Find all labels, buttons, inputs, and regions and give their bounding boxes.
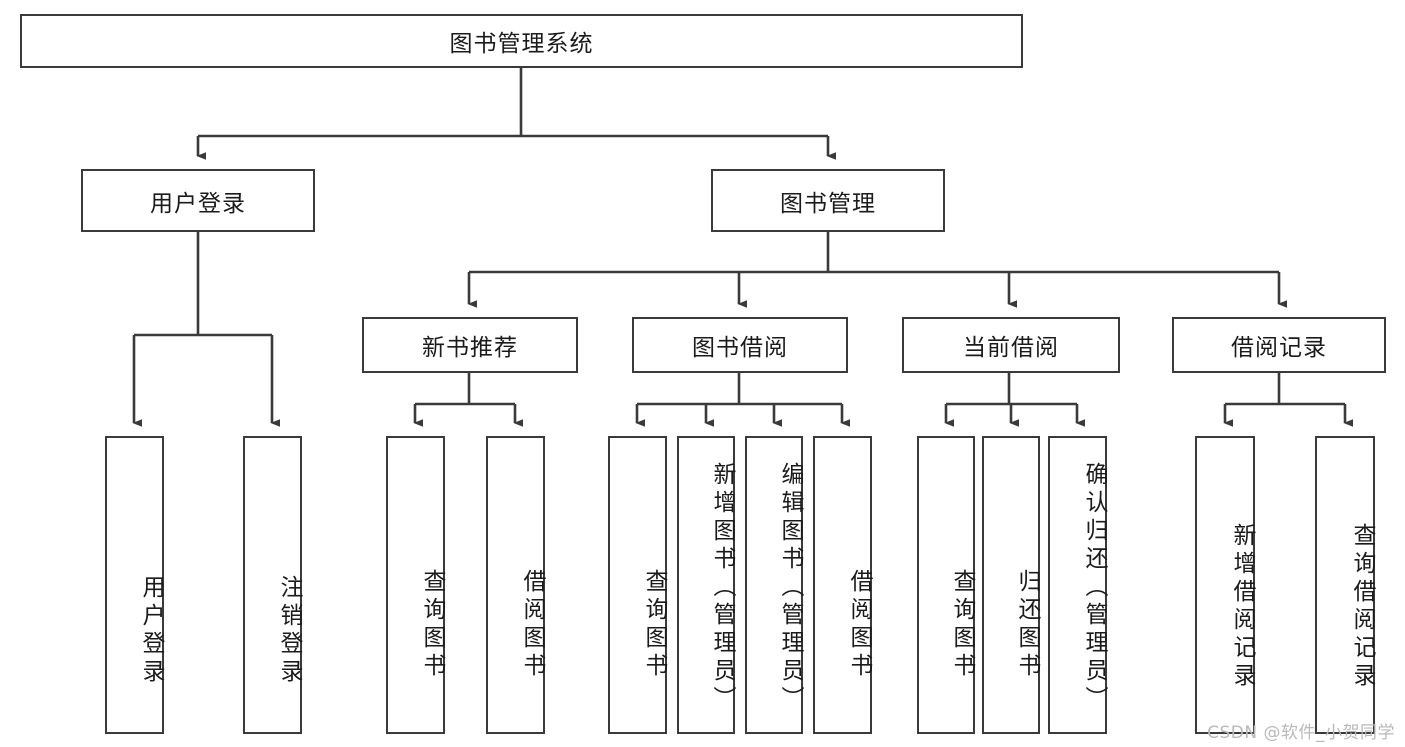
node-new-book-rec[interactable]: 新书推荐	[362, 317, 578, 373]
leaf-query-borrow-record[interactable]: 查询借阅记录	[1315, 436, 1375, 734]
node-book-borrow[interactable]: 图书借阅	[632, 317, 848, 373]
leaf-user-logout[interactable]: 注销登录	[243, 436, 302, 734]
leaf-edit-book-admin[interactable]: 编辑图书（管理员）	[745, 436, 803, 734]
node-borrow-record[interactable]: 借阅记录	[1172, 317, 1386, 373]
leaf-confirm-return-admin[interactable]: 确认归还（管理员）	[1048, 436, 1107, 734]
leaf-add-borrow-record[interactable]: 新增借阅记录	[1195, 436, 1255, 734]
leaf-query-book-current[interactable]: 查询图书	[917, 436, 975, 734]
leaf-query-book-recommend[interactable]: 查询图书	[386, 436, 445, 734]
watermark-text: CSDN @软件_小贺同学	[1207, 723, 1395, 743]
leaf-return-book[interactable]: 归还图书	[982, 436, 1040, 734]
leaf-add-book-admin[interactable]: 新增图书（管理员）	[677, 436, 735, 734]
node-book-manage[interactable]: 图书管理	[711, 169, 945, 232]
node-root[interactable]: 图书管理系统	[20, 14, 1023, 68]
leaf-query-book-borrow[interactable]: 查询图书	[608, 436, 667, 734]
node-current-borrow[interactable]: 当前借阅	[902, 317, 1120, 373]
leaf-user-login[interactable]: 用户登录	[105, 436, 164, 734]
node-user-login[interactable]: 用户登录	[81, 169, 315, 232]
leaf-borrow-book-recommend[interactable]: 借阅图书	[486, 436, 545, 734]
leaf-borrow-book[interactable]: 借阅图书	[813, 436, 872, 734]
